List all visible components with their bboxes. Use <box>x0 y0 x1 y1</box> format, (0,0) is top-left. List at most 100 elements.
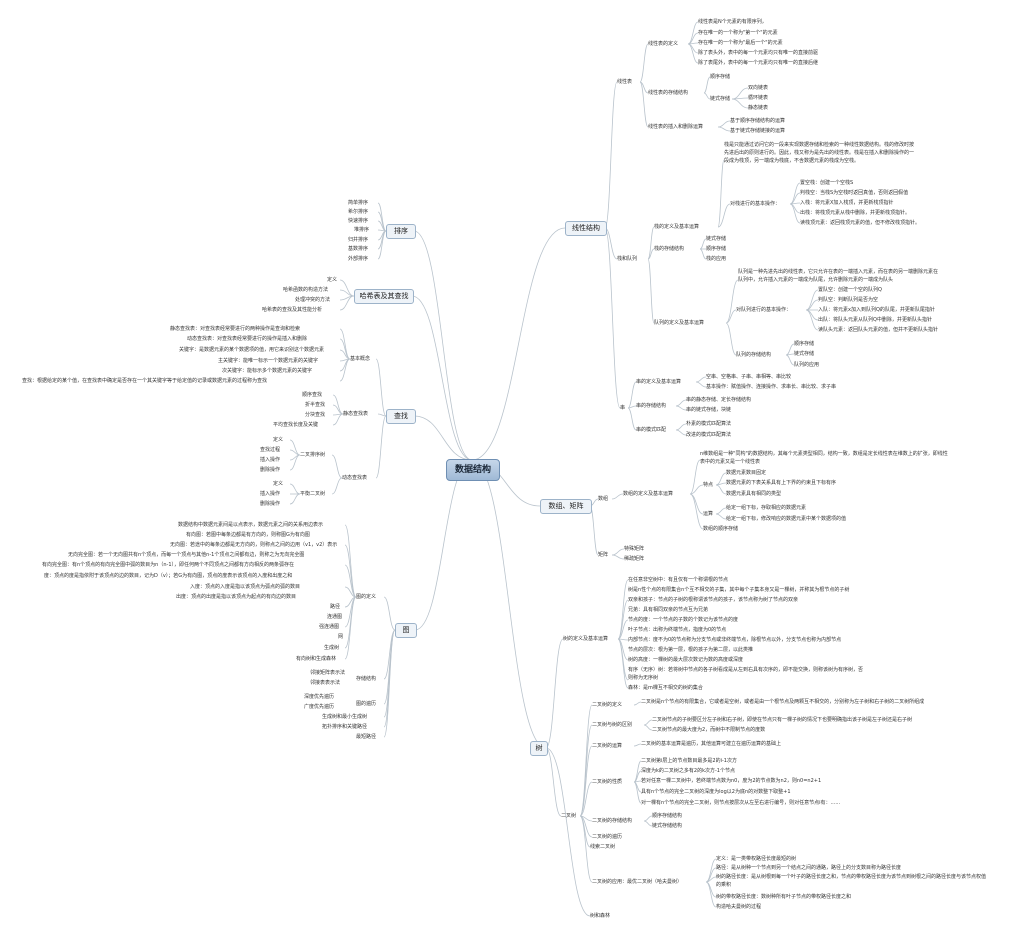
topic-graph[interactable]: 图 <box>395 623 417 638</box>
search-dynamic-label[interactable]: 动态查找表 <box>342 475 368 481</box>
queue-desc[interactable]: 队列是一种先进先出的线性表，它只允许在表的一端插入元素，而在表的另一端删除元素在… <box>738 269 939 283</box>
list-ops-item[interactable]: 基于链式存储链接的运算 <box>730 128 786 134</box>
string-label[interactable]: 串 <box>620 405 626 411</box>
graph-storage-item[interactable]: 邻接表表示法 <box>310 680 341 686</box>
stack-op[interactable]: 置空栈：创建一个空栈S <box>800 180 854 186</box>
binary-threaded[interactable]: 线索二叉树 <box>590 844 616 850</box>
tree-def-item[interactable]: 树的高度：一棵树的最大层次数记为数的高度或深度 <box>628 657 744 663</box>
stack-storage-label[interactable]: 栈的存储结构 <box>654 246 685 252</box>
graph-def-item[interactable]: 有向树和生成森林 <box>296 656 337 662</box>
bst-item[interactable]: 定义 <box>273 437 284 443</box>
graph-def-item[interactable]: 无向完全图：若一个无向图共有n个顶点，而每一个顶点与其他n-1个顶点之间都有边，… <box>68 552 305 558</box>
search-static-label[interactable]: 静态查找表 <box>343 411 369 417</box>
graph-other-item[interactable]: 拓扑排序和关键路径 <box>322 724 368 730</box>
sort-item[interactable]: 快速排序 <box>348 218 369 224</box>
list-def-item[interactable]: 线性表是N个元素的有限序列， <box>698 19 767 25</box>
stackqueue-label[interactable]: 栈和队列 <box>617 256 638 262</box>
huffman-item[interactable]: 树的带权路径长度：数树种所有叶子节点的带权路径长度之和 <box>716 894 852 900</box>
list-def-item[interactable]: 除了表尾外，表中的每一个元素均只有唯一的直接后继 <box>698 60 819 66</box>
list-ops-label[interactable]: 线性表的插入和删除运算 <box>648 124 704 130</box>
linked-item[interactable]: 静态链表 <box>748 105 769 111</box>
graph-def-item[interactable]: 度：顶点的度是指依附于该顶点的边的数目，记为D（v）；若G为有向图，顶点的度表示… <box>44 573 293 579</box>
queue-storage-item[interactable]: 队列的应用 <box>794 362 820 368</box>
linked-item[interactable]: 双向链表 <box>748 85 769 91</box>
graph-storage-item[interactable]: 邻接矩阵表示法 <box>310 670 346 676</box>
binary-storage-label[interactable]: 二叉树的存储结构 <box>592 818 633 824</box>
topic-array[interactable]: 数组、矩阵 <box>540 499 592 514</box>
binary-props-label[interactable]: 二叉树的性质 <box>592 779 623 785</box>
binary-props-item[interactable]: 二叉树第i层上的节点数目最多是2的i-1次方 <box>641 758 737 764</box>
stack-storage-item[interactable]: 栈的应用 <box>706 256 727 262</box>
tree-def-item[interactable]: 节点的度：一个节点的子数的个数记为该节点的度 <box>628 617 739 623</box>
array-ops-item[interactable]: 给定一组下标，存取相应的数据元素 <box>726 505 807 511</box>
graph-def-item[interactable]: 入度：顶点的入度是指以该顶点为弧点的弧的数目 <box>190 584 301 590</box>
graph-def-item[interactable]: 网 <box>338 634 344 640</box>
graph-def-item[interactable]: 有向完全图：有n个顶点的有向完全图中弧的数目为n（n-1），即任何两个不同顶点之… <box>42 562 294 568</box>
tree-forest[interactable]: 树和森林 <box>590 913 611 919</box>
huffman-item[interactable]: 定义：是一类带权路径长度最短的树 <box>716 856 797 862</box>
list-storage-seq[interactable]: 顺序存储 <box>710 74 731 80</box>
binary-props-item[interactable]: 若对任意一棵二叉树中，若终端节点数为n0，度为2的节点数为n2，则n0=n2+1 <box>641 778 822 784</box>
array-storage[interactable]: 数组的顺序存储 <box>703 526 739 532</box>
binary-storage-item[interactable]: 顺序存储结构 <box>652 813 683 819</box>
binary-props-item[interactable]: 深度为k的二叉树之多有2的k次方-1个节点 <box>641 768 735 774</box>
graph-storage-label[interactable]: 存储结构 <box>356 676 377 682</box>
queue-storage-label[interactable]: 队列的存储结构 <box>736 352 772 358</box>
matrix-item[interactable]: 特殊矩阵 <box>624 546 645 552</box>
array-label[interactable]: 数组 <box>598 496 609 502</box>
stack-op[interactable]: 入栈：将元素X加入栈顶，并更新栈顶指针 <box>800 200 894 206</box>
array-def-label[interactable]: 数组的定义及基本运算 <box>623 491 674 497</box>
avl-item[interactable]: 插入操作 <box>260 491 281 497</box>
search-basic-item[interactable]: 主关键字：能唯一标示一个数据元素的关键字 <box>218 358 319 364</box>
hash-item[interactable]: 处理冲突的方法 <box>295 297 331 303</box>
search-static-item[interactable]: 折半查找 <box>305 402 326 408</box>
array-feature-item[interactable]: 数据元素具有相同的类型 <box>726 491 782 497</box>
list-def-label[interactable]: 线性表的定义 <box>648 41 679 47</box>
graph-traverse-item[interactable]: 广度优先遍历 <box>304 704 335 710</box>
tree-def-item[interactable]: 森林：是m棵互不相交的树的集合 <box>628 685 703 691</box>
binary-label[interactable]: 二叉树 <box>561 813 577 819</box>
queue-op[interactable]: 置队空：创建一个空的队列Q <box>818 287 882 293</box>
string-match-item[interactable]: 改进的模式匹配算法 <box>686 432 732 438</box>
binary-def-desc[interactable]: 二叉树是n个节点的有限集合，它或者是空树，或者是由一个根节点及两颗互不相交的，分… <box>641 699 925 705</box>
search-basic-item[interactable]: 次关键字：能标示多个数据元素的关键字 <box>222 368 313 374</box>
graph-def-item[interactable]: 连通图 <box>327 614 343 620</box>
binary-ops-desc[interactable]: 二叉树的基本运算是遍历，其他运算可建立在遍历运算的基础上 <box>641 741 782 747</box>
binary-ops-label[interactable]: 二叉树的运算 <box>592 743 623 749</box>
queue-op[interactable]: 入队：将元素x加入到队列Q的队尾，并更新队尾指针 <box>818 307 935 313</box>
string-def-item[interactable]: 基本操作：赋值操作、连接操作、求串长、串比较、求子串 <box>706 384 837 390</box>
stack-storage-item[interactable]: 顺序存储 <box>706 246 727 252</box>
stack-op[interactable]: 出栈：将栈顶元素从栈中删除，并更新栈顶指针。 <box>800 210 911 216</box>
stack-desc[interactable]: 栈是只能通过访问它的一段来实现数据存储和检索的一种线性数据结构。栈的修改时按先进… <box>724 142 915 164</box>
matrix-label[interactable]: 矩阵 <box>598 552 609 558</box>
bst-item[interactable]: 插入操作 <box>260 457 281 463</box>
graph-def-item[interactable]: 强连通图 <box>319 624 340 630</box>
bst-item[interactable]: 查找过程 <box>260 447 281 453</box>
hash-item[interactable]: 哈希表的查找及其性能分析 <box>262 307 323 313</box>
string-match-label[interactable]: 串的模式匹配 <box>636 427 667 433</box>
queue-def-label[interactable]: 队列的定义及基本运算 <box>654 320 705 326</box>
queue-storage-item[interactable]: 顺序存储 <box>794 341 815 347</box>
graph-def-label[interactable]: 图的定义 <box>356 594 377 600</box>
avl-label[interactable]: 平衡二叉树 <box>300 491 326 497</box>
tree-def-item[interactable]: 叶子节点：出称为终端节点，指度为0的节点 <box>628 627 727 633</box>
huffman-item[interactable]: 树的路径长度：是从树根到每一个叶子的路径长度之和，节点的带权路径长度为该节点到树… <box>716 874 987 888</box>
stack-def-label[interactable]: 栈的定义及基本运算 <box>654 224 700 230</box>
topic-linear[interactable]: 线性结构 <box>565 221 607 236</box>
array-feature-item[interactable]: 数据元素数目固定 <box>726 470 767 476</box>
graph-def-item[interactable]: 路径 <box>330 604 341 610</box>
graph-def-item[interactable]: 数据结构中数据元素间是以点表示，数据元素之间的关系用边表示 <box>178 522 324 528</box>
topic-sort[interactable]: 排序 <box>386 224 416 239</box>
search-basic-label[interactable]: 基本概念 <box>350 356 371 362</box>
huffman-item[interactable]: 路径：是从树种一个节点到另一个结点之间的通路，路径上的分支数目称为路径长度 <box>716 865 902 871</box>
tree-def-item[interactable]: 兄弟：具有相同双亲的节点互为兄弟 <box>628 607 709 613</box>
binary-diff-label[interactable]: 二叉树与树的区别 <box>592 722 633 728</box>
list-storage-label[interactable]: 线性表的存储结构 <box>648 90 689 96</box>
binary-def-label[interactable]: 二叉树的定义 <box>592 702 623 708</box>
search-static-item[interactable]: 平均查找长度及关键 <box>273 422 319 428</box>
topic-tree[interactable]: 树 <box>530 741 548 756</box>
array-ops-item[interactable]: 给定一组下标，修改响应的数据元素中某个数据项的值 <box>726 516 847 522</box>
binary-props-item[interactable]: 具有n个节点的完全二叉树的深度为log以2为底n的对数整下取整+1 <box>641 789 791 795</box>
hash-item[interactable]: 哈希函数的构造方法 <box>283 287 329 293</box>
string-storage-item[interactable]: 串的静态存储、定长存储结构 <box>686 397 752 403</box>
